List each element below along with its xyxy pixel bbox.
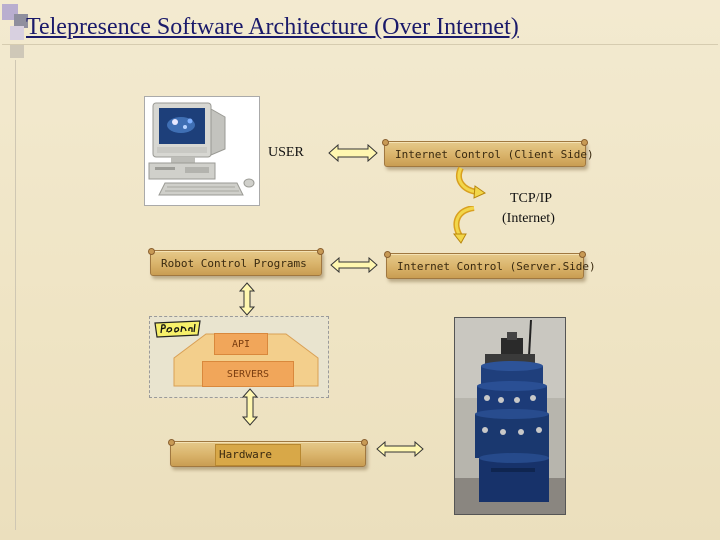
server-side-box: Internet Control (Server.Side) [384,251,596,279]
page-title: Telepresence Software Architecture (Over… [26,14,519,40]
tcpip-label: TCP/IP [510,191,553,206]
hardware-box: Hardware [168,439,368,467]
client-side-label: Internet Control (Client Side) [395,147,594,161]
computer-icon [144,96,260,206]
title-rule [2,44,718,45]
curved-arrow-icon [452,206,475,244]
double-arrow-icon [328,144,378,162]
left-rule [15,60,16,530]
robot-brand-icon [154,320,201,338]
hardware-label-bg [215,444,301,466]
robot-control-label: Robot Control Programs [161,256,307,270]
client-side-box: Internet Control (Client Side) [382,139,594,167]
curved-arrow-icon [456,166,487,199]
double-arrow-icon [242,388,258,426]
double-arrow-icon [376,441,424,457]
robot-photo [454,317,566,515]
corner-square-2 [14,14,28,28]
double-arrow-icon [239,282,255,316]
corner-square-4 [10,44,24,58]
internet-label: (Internet) [502,211,555,226]
api-label: API [231,338,251,350]
double-arrow-icon [330,257,378,273]
servers-box: SERVERS [202,361,294,387]
hardware-label: Hardware [219,447,272,461]
corner-square-3 [10,26,24,40]
user-label: USER [268,145,304,160]
servers-label: SERVERS [226,368,270,380]
robot-control-box: Robot Control Programs [148,248,324,276]
api-box: API [214,333,268,355]
server-side-label: Internet Control (Server.Side) [397,259,596,273]
